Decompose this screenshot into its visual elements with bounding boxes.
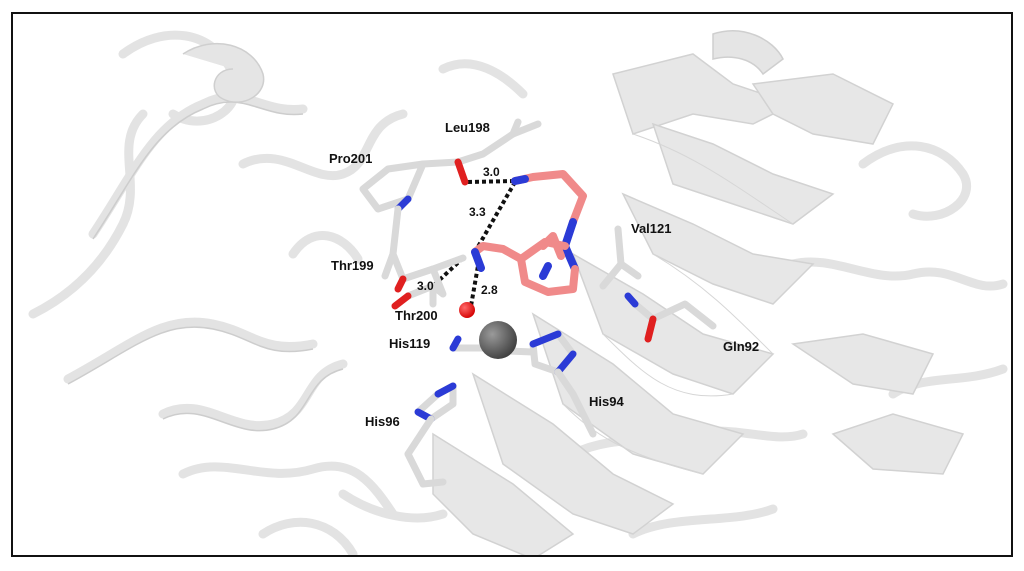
zinc-ion xyxy=(479,321,517,359)
protein-coils-edge xyxy=(67,101,344,432)
protein-structure-render: Leu198 Pro201 Thr199 Thr200 His119 His96… xyxy=(28,30,1008,555)
label-pro201: Pro201 xyxy=(329,151,372,166)
label-thr200: Thr200 xyxy=(395,308,438,323)
hydrogen-bonds xyxy=(431,179,517,307)
distance-label-1: 3.0 xyxy=(483,165,500,179)
residue-sticks xyxy=(359,118,717,488)
ligand-sticks xyxy=(471,170,587,296)
label-thr199: Thr199 xyxy=(331,258,374,273)
protein-helix xyxy=(182,30,784,103)
label-his96: His96 xyxy=(365,414,400,429)
protein-sheet xyxy=(432,53,965,555)
label-his94: His94 xyxy=(589,394,624,409)
label-his119: His119 xyxy=(389,336,430,351)
distance-label-4: 2.8 xyxy=(481,283,498,297)
protein-coils xyxy=(28,30,1008,555)
water-molecule xyxy=(459,302,475,318)
protein-sheet-lines xyxy=(562,133,794,475)
label-leu198: Leu198 xyxy=(445,120,490,135)
distance-label-2: 3.3 xyxy=(469,205,486,219)
distance-labels: 3.0 3.3 3.0 2.8 xyxy=(417,165,500,297)
distance-label-3: 3.0 xyxy=(417,279,434,293)
image-frame: Leu198 Pro201 Thr199 Thr200 His119 His96… xyxy=(11,12,1013,557)
label-val121: Val121 xyxy=(631,221,672,236)
residue-labels: Leu198 Pro201 Thr199 Thr200 His119 His96… xyxy=(329,120,759,429)
label-gln92: Gln92 xyxy=(723,339,759,354)
